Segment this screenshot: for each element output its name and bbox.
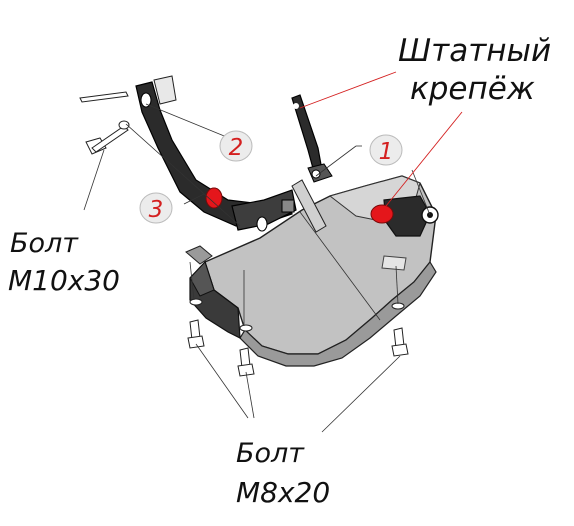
standard-mount-label-line1: Штатный (398, 33, 552, 69)
bolt-m8-label-line1: Болт (236, 438, 305, 469)
standard-mount-label-line2: крепёж (410, 71, 535, 107)
callout-3: 3 (139, 192, 173, 224)
standard-mount-leaders (299, 71, 463, 207)
bolt-m8x20-right (391, 302, 409, 357)
bolt-m10-label-line1: Болт (10, 228, 79, 259)
top-tab (153, 75, 177, 105)
bolt-m8-label-line2: M8x20 (236, 476, 331, 509)
bracket-2 (135, 81, 297, 232)
bolt-m8x20-middle (237, 324, 255, 377)
callout-1: 1 (369, 134, 403, 166)
callout-2-number: 2 (229, 135, 244, 161)
bolt-m10-label-line2: M10x30 (8, 264, 120, 297)
bolt-m8x20-left (187, 298, 205, 349)
spacer-plate (291, 179, 327, 233)
callout-2: 2 (219, 130, 253, 162)
bolt-m10x30 (79, 91, 130, 155)
callout-1-number: 1 (379, 139, 394, 165)
assembly-guide-lines (83, 103, 431, 433)
callout-3-number: 3 (149, 197, 164, 223)
